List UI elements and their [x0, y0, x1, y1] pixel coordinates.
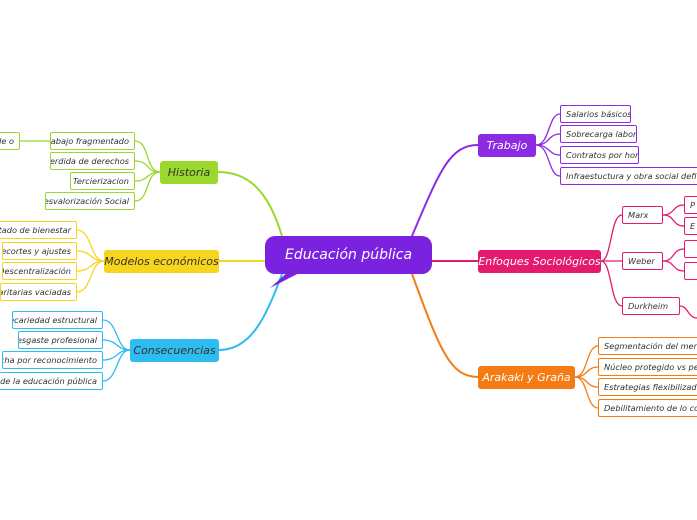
- enfoques-item-marx[interactable]: Marx: [622, 206, 663, 224]
- marx-sub-item-1[interactable]: P: [684, 196, 697, 214]
- historia-item-2[interactable]: Perdida de derechos: [50, 152, 135, 170]
- connector-consecuencias: [218, 273, 283, 351]
- connector-trabajo: [411, 144, 479, 237]
- marx-sub-item-2[interactable]: E: [684, 217, 697, 235]
- weber-sub-item-2[interactable]: [684, 262, 697, 280]
- consecuencias-item-4[interactable]: anza de la educación pública: [0, 372, 103, 390]
- arakaki-item-4[interactable]: Debilitamiento de lo colect: [598, 399, 697, 417]
- enfoques-item-durkheim[interactable]: Durkheim: [622, 297, 680, 315]
- trabajo-item-4[interactable]: Infraestuctura y obra social deficiante: [560, 167, 697, 185]
- arakaki-item-2[interactable]: Núcleo protegido vs perifer: [598, 358, 697, 376]
- topic-modelos-economicos[interactable]: Modelos económicos: [104, 250, 219, 273]
- modelos-item-2[interactable]: Recortes y ajustes: [2, 242, 77, 260]
- weber-sub-item-1[interactable]: [684, 240, 697, 258]
- modelos-item-1[interactable]: Estado de bienestar: [0, 221, 77, 239]
- consecuencias-item-1[interactable]: Precariedad estructural: [12, 311, 103, 329]
- connector-arakaki: [411, 273, 479, 378]
- topic-enfoques-sociologicos[interactable]: Enfoques Sociológicos: [478, 250, 601, 273]
- topic-trabajo[interactable]: Trabajo: [478, 134, 536, 157]
- arakaki-item-1[interactable]: Segmentación del mercado: [598, 337, 697, 355]
- arakaki-item-3[interactable]: Estrategias flexibilizadoras: [598, 378, 697, 396]
- consecuencias-item-3[interactable]: Lucha por reconocimiento: [2, 351, 103, 369]
- central-topic[interactable]: Educación pública: [265, 236, 432, 274]
- topic-consecuencias[interactable]: Consecuencias: [130, 339, 219, 362]
- historia-item-4[interactable]: Desvalorización Social: [45, 192, 135, 210]
- consecuencias-item-2[interactable]: Desgaste profesional: [18, 331, 103, 349]
- modelos-item-4[interactable]: Paritarias vaciadas: [0, 283, 77, 301]
- historia-item-3[interactable]: Tercierizacion: [70, 172, 135, 190]
- topic-arakaki-y-grana[interactable]: Arakaki y Graña: [478, 366, 575, 389]
- enfoques-item-weber[interactable]: Weber: [622, 252, 663, 270]
- modelos-item-3[interactable]: Descentralización: [2, 262, 77, 280]
- historia-far-item[interactable]: de o: [0, 132, 20, 150]
- trabajo-item-2[interactable]: Sobrecarga laboral: [560, 125, 637, 143]
- connector-historia: [217, 171, 283, 237]
- central-bubble-tail: [270, 270, 305, 288]
- trabajo-item-1[interactable]: Salarios básicos: [560, 105, 631, 123]
- trabajo-item-3[interactable]: Contratos por hora: [560, 146, 639, 164]
- historia-item-1[interactable]: Trabajo fragmentado: [50, 132, 135, 150]
- topic-historia[interactable]: Historia: [160, 161, 218, 184]
